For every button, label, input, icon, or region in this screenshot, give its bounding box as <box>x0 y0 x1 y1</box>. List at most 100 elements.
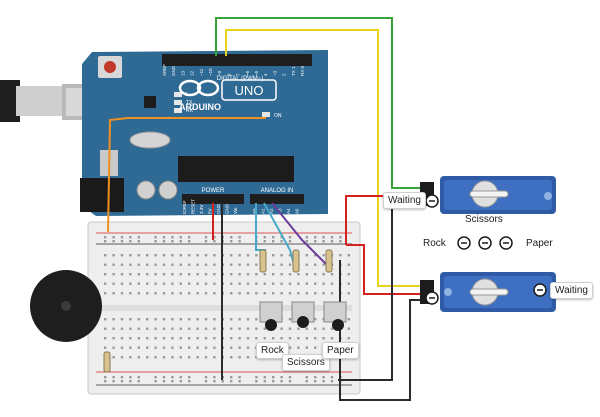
led-tx-label: TX <box>186 100 193 106</box>
breadboard-hole <box>230 318 233 321</box>
rail-hole <box>179 376 182 379</box>
breadboard-hole <box>154 318 157 321</box>
pushbutton-rock[interactable] <box>259 301 283 331</box>
piezo-buzzer[interactable] <box>30 270 102 342</box>
rail-hole <box>171 236 174 239</box>
resistor-rock[interactable] <box>259 249 267 273</box>
breadboard-hole <box>196 292 199 295</box>
button-label-scissors: Scissors <box>282 354 330 371</box>
breadboard-hole <box>179 254 182 257</box>
rail-hole <box>238 240 241 243</box>
resistor-scissors[interactable] <box>292 249 300 273</box>
rail-hole <box>137 376 140 379</box>
digital-header[interactable] <box>162 54 312 66</box>
breadboard-hole <box>154 263 157 266</box>
breadboard-hole <box>213 318 216 321</box>
breadboard-hole <box>246 318 250 321</box>
breadboard-hole <box>154 346 157 349</box>
breadboard-hole <box>288 318 292 321</box>
rail-hole <box>154 236 157 239</box>
rail-hole <box>272 236 275 239</box>
breadboard-hole <box>120 273 124 276</box>
analog-pin-label: A2 <box>269 208 274 214</box>
breadboard-hole <box>272 273 275 276</box>
breadboard-hole <box>297 273 300 276</box>
breadboard-hole <box>112 327 115 330</box>
breadboard-hole <box>213 273 216 276</box>
led-tx <box>174 100 182 105</box>
breadboard-hole <box>179 337 182 340</box>
breadboard-hole <box>129 356 132 359</box>
pushbutton-scissors[interactable] <box>291 301 315 328</box>
rail-hole <box>154 376 157 379</box>
breadboard-hole <box>272 292 275 295</box>
breadboard-hole <box>129 337 132 340</box>
rail-hole <box>154 240 157 243</box>
analog-header[interactable] <box>250 194 304 204</box>
wire-purple-a2[interactable] <box>271 202 327 265</box>
breadboard-hole <box>255 318 258 321</box>
breadboard-hole <box>204 327 208 330</box>
breadboard-hole <box>272 337 275 340</box>
breadboard-hole <box>137 273 140 276</box>
resistor-buzzer[interactable] <box>103 351 111 373</box>
breadboard-hole <box>154 254 157 257</box>
power-pin-label: RESET <box>191 199 196 214</box>
wire-green-pin9[interactable] <box>215 17 420 189</box>
servo-top-label-scissors: Scissors <box>465 214 503 225</box>
breadboard-hole <box>112 346 115 349</box>
rail-hole <box>238 236 241 239</box>
breadboard-hole <box>339 254 342 257</box>
arduino-board[interactable]: UNO ARDUINO DIGITAL (PWM~) POWER ANALOG … <box>80 50 328 216</box>
breadboard-hole <box>238 346 241 349</box>
breadboard-hole <box>196 337 199 340</box>
power-header[interactable] <box>182 194 244 204</box>
breadboard-hole <box>280 282 283 285</box>
breadboard-hole <box>255 273 258 276</box>
breadboard-hole <box>196 327 199 330</box>
breadboard-hole <box>171 346 174 349</box>
breadboard-hole <box>314 273 317 276</box>
servo-bottom-horn <box>469 288 509 296</box>
breadboard-hole <box>112 337 115 340</box>
rail-hole <box>238 380 241 383</box>
led-rx-label: RX <box>186 108 194 114</box>
breadboard-hole <box>179 346 182 349</box>
breadboard-hole <box>179 327 182 330</box>
breadboard-hole <box>246 282 250 285</box>
rail-hole <box>213 376 216 379</box>
pushbuttons[interactable] <box>259 301 347 331</box>
breadboard-hole <box>297 292 300 295</box>
reset-button[interactable] <box>104 61 116 73</box>
breadboard-hole <box>297 337 300 340</box>
analog-pin-label: A0 <box>252 208 257 214</box>
rail-hole <box>104 236 107 239</box>
rail-hole <box>188 376 191 379</box>
led-rx <box>174 108 182 113</box>
breadboard-hole <box>322 254 325 257</box>
pushbutton-paper[interactable] <box>323 301 347 331</box>
servo-angle-indicators[interactable] <box>457 236 513 250</box>
rail-hole <box>104 380 107 383</box>
breadboard-hole <box>213 346 216 349</box>
breadboard-hole <box>322 273 325 276</box>
breadboard-hole <box>137 254 140 257</box>
servo-top-label-rock: Rock <box>423 238 446 249</box>
breadboard-hole <box>146 356 149 359</box>
resistors[interactable] <box>103 249 333 373</box>
rail-hole <box>322 236 325 239</box>
rail-hole <box>120 236 124 239</box>
breadboard-hole <box>330 327 334 330</box>
servo-top[interactable] <box>420 176 556 214</box>
rail-hole <box>137 236 140 239</box>
breadboard-hole <box>314 327 317 330</box>
wire-orange-pin[interactable] <box>107 117 266 233</box>
breadboard-hole <box>238 337 241 340</box>
breadboard-hole <box>255 337 258 340</box>
digital-pin-label: 2 <box>282 73 287 76</box>
breadboard-hole <box>162 327 166 330</box>
breadboard-hole <box>213 263 216 266</box>
servo-bottom[interactable] <box>420 272 556 312</box>
resistor-paper[interactable] <box>325 249 333 273</box>
rail-hole <box>314 236 317 239</box>
